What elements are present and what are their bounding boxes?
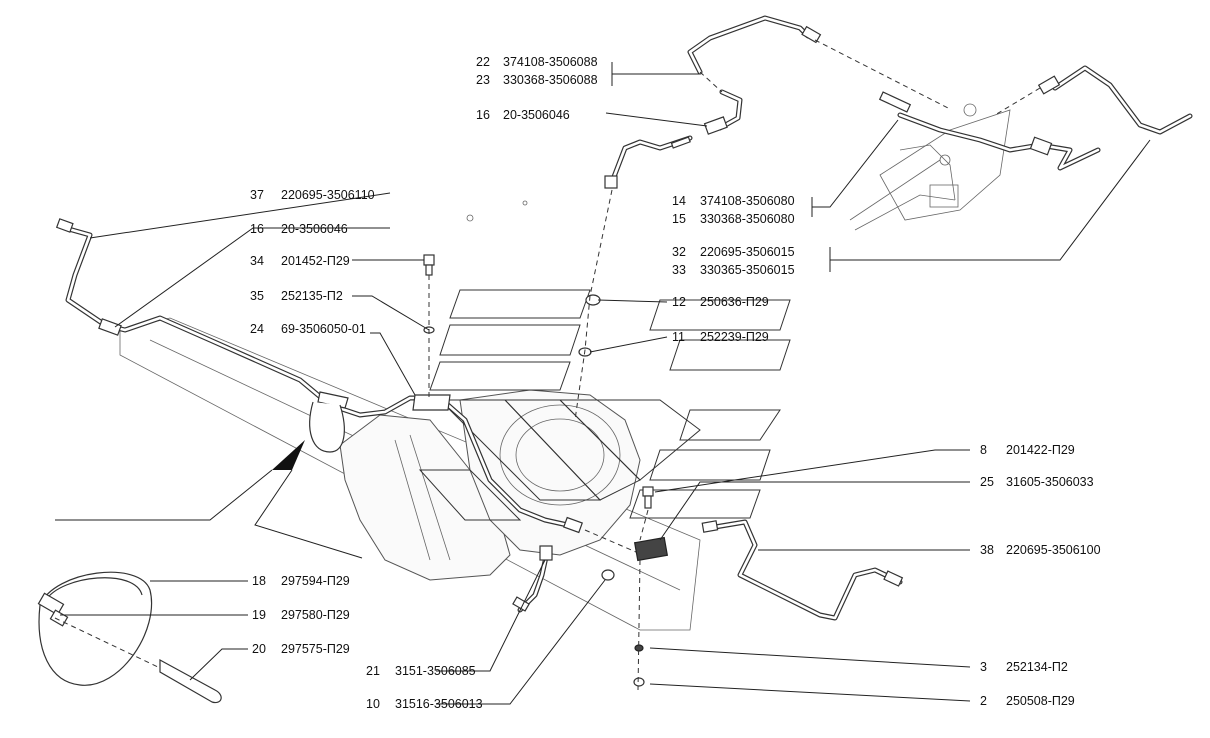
part-number: 18 bbox=[252, 574, 266, 588]
part-number: 14 bbox=[672, 194, 686, 208]
part-code: 3151-3506085 bbox=[395, 664, 476, 678]
part-code: 31516-3506013 bbox=[395, 697, 483, 711]
leader-lines bbox=[60, 62, 1151, 705]
part-code: 69-3506050-01 bbox=[281, 322, 366, 336]
part-labels: 22 374108-3506088 23 330368-3506088 16 2… bbox=[250, 55, 1101, 711]
part-code: 330365-3506015 bbox=[700, 263, 795, 277]
part-number: 21 bbox=[366, 664, 380, 678]
fittings bbox=[55, 25, 1061, 687]
part-code: 252239-П29 bbox=[700, 330, 769, 344]
part-number: 16 bbox=[250, 222, 264, 236]
part-number: 20 bbox=[252, 642, 266, 656]
watermark-logo bbox=[418, 289, 791, 521]
part-number: 19 bbox=[252, 608, 266, 622]
part-number: 33 bbox=[672, 263, 686, 277]
pointer-arrow bbox=[55, 440, 363, 559]
part-code: 252134-П2 bbox=[1006, 660, 1068, 674]
part-number: 34 bbox=[250, 254, 264, 268]
part-number: 22 bbox=[476, 55, 490, 69]
part-number: 15 bbox=[672, 212, 686, 226]
part-number: 35 bbox=[250, 289, 264, 303]
part-number: 12 bbox=[672, 295, 686, 309]
part-code: 220695-3506100 bbox=[1006, 543, 1101, 557]
part-code: 297580-П29 bbox=[281, 608, 350, 622]
part-number: 10 bbox=[366, 697, 380, 711]
part-number: 16 bbox=[476, 108, 490, 122]
brake-pipes bbox=[62, 15, 1193, 621]
part-code: 374108-3506088 bbox=[503, 55, 598, 69]
part-number: 32 bbox=[672, 245, 686, 259]
part-code: 330368-3506088 bbox=[503, 73, 598, 87]
part-code: 201452-П29 bbox=[281, 254, 350, 268]
part-number: 23 bbox=[476, 73, 490, 87]
part-code: 252135-П2 bbox=[281, 289, 343, 303]
part-code: 374108-3506080 bbox=[700, 194, 795, 208]
part-number: 25 bbox=[980, 475, 994, 489]
part-number: 11 bbox=[672, 330, 685, 344]
part-code: 20-3506046 bbox=[281, 222, 348, 236]
part-code: 250508-П29 bbox=[1006, 694, 1075, 708]
part-code: 250636-П29 bbox=[700, 295, 769, 309]
part-number: 8 bbox=[980, 443, 987, 457]
part-code: 31605-3506033 bbox=[1006, 475, 1094, 489]
part-code: 297594-П29 bbox=[281, 574, 350, 588]
part-number: 3 bbox=[980, 660, 987, 674]
part-code: 330368-3506080 bbox=[700, 212, 795, 226]
part-number: 2 bbox=[980, 694, 987, 708]
part-code: 297575-П29 bbox=[281, 642, 350, 656]
part-number: 37 bbox=[250, 188, 264, 202]
part-code: 201422-П29 bbox=[1006, 443, 1075, 457]
part-number: 38 bbox=[980, 543, 994, 557]
axle-housing bbox=[119, 200, 701, 631]
part-code: 20-3506046 bbox=[503, 108, 570, 122]
hose-clamp bbox=[37, 571, 222, 704]
assembly-lines bbox=[54, 39, 1041, 691]
part-code: 220695-3506015 bbox=[700, 245, 795, 259]
part-number: 24 bbox=[250, 322, 264, 336]
bracket-assembly bbox=[849, 103, 1011, 231]
part-code: 220695-3506110 bbox=[281, 188, 375, 202]
